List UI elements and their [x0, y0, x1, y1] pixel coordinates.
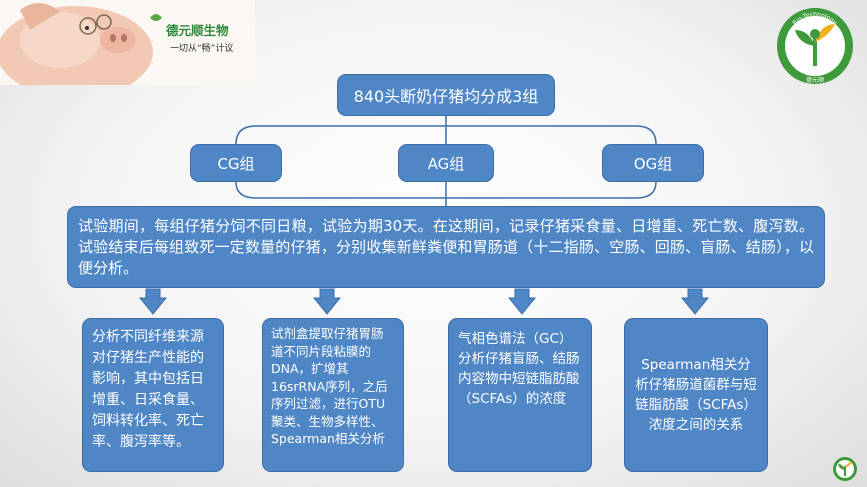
- logo-bottom-text: 德元顺: [806, 76, 824, 84]
- small-logo: [832, 456, 858, 482]
- group-og-box: OG组: [602, 144, 704, 182]
- experiment-description-box: 试验期间，每组仔猪分饲不同日粮，试验为期30天。在这期间，记录仔猪采食量、日增重…: [67, 206, 825, 288]
- group-label: CG组: [217, 154, 255, 173]
- brand-slogan: 一切从“畅”计议: [170, 44, 234, 54]
- company-logo: Bio-Technology 德元顺: [775, 6, 855, 86]
- group-ag-box: AG组: [398, 144, 494, 182]
- analysis-box-16s: 试剂盒提取仔猪胃肠道不同片段粘膜的DNA，扩增其16srRNA序列，之后序列过滤…: [262, 318, 404, 472]
- experiment-description: 试验期间，每组仔猪分饲不同日粮，试验为期30天。在这期间，记录仔猪采食量、日增重…: [78, 216, 814, 277]
- down-arrow-icon: [507, 288, 537, 315]
- group-label: OG组: [633, 154, 673, 173]
- header-banner: 德元顺生物 一切从“畅”计议: [0, 0, 255, 85]
- group-label: AG组: [427, 154, 465, 173]
- analysis-text: 试剂盒提取仔猪胃肠道不同片段粘膜的DNA，扩增其16srRNA序列，之后序列过滤…: [271, 326, 388, 446]
- down-arrow-icon: [138, 288, 168, 315]
- analysis-box-performance: 分析不同纤维来源对仔猪生产性能的影响，其中包括日增重、日采食量、饲料转化率、死亡…: [82, 318, 224, 472]
- analysis-text: 分析不同纤维来源对仔猪生产性能的影响，其中包括日增重、日采食量、饲料转化率、死亡…: [92, 329, 204, 450]
- down-arrow-icon: [312, 288, 342, 315]
- group-cg-box: CG组: [190, 144, 282, 182]
- pig-image: [0, 0, 255, 85]
- analysis-text: Spearman相关分析仔猪肠道菌群与短链脂肪酸（SCFAs）浓度之间的关系: [635, 357, 757, 433]
- brand-name: 德元顺生物: [166, 23, 229, 38]
- top-box-text: 840头断奶仔猪均分成3组: [353, 87, 539, 106]
- down-arrow-icon: [680, 288, 710, 315]
- analysis-box-spearman: Spearman相关分析仔猪肠道菌群与短链脂肪酸（SCFAs）浓度之间的关系: [624, 318, 768, 472]
- analysis-text: 气相色谱法（GC）分析仔猪盲肠、结肠内容物中短链脂肪酸（SCFAs）的浓度: [458, 331, 580, 407]
- top-box: 840头断奶仔猪均分成3组: [337, 74, 555, 116]
- analysis-box-gc: 气相色谱法（GC）分析仔猪盲肠、结肠内容物中短链脂肪酸（SCFAs）的浓度: [448, 318, 592, 472]
